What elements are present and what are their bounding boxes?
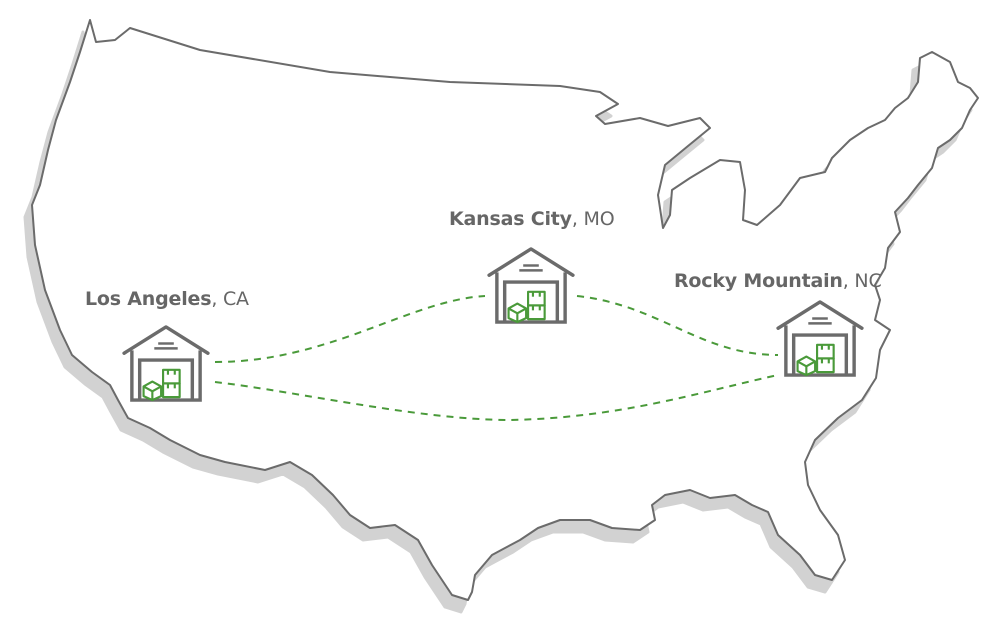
state-abbr: , CA [211,288,249,310]
city-name: Kansas City [449,208,572,230]
location-label-rocky-mountain: Rocky Mountain, NC [674,270,882,292]
state-abbr: , MO [571,208,615,230]
route-kc-rm [576,295,779,356]
state-abbr: , NC [842,270,882,292]
city-name: Rocky Mountain [674,270,843,292]
location-label-los-angeles: Los Angeles, CA [85,288,249,310]
city-name: Los Angeles [85,288,212,310]
route-la-kc [214,295,486,363]
location-label-kansas-city: Kansas City, MO [449,208,615,230]
